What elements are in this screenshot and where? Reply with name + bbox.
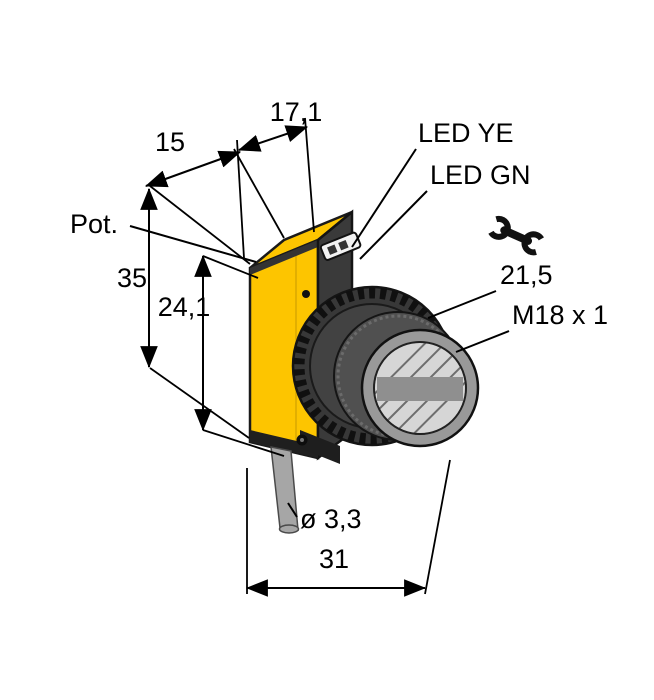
lens-band <box>377 377 463 401</box>
led-ye-label: LED YE <box>418 118 514 148</box>
led-chip-green <box>338 239 349 251</box>
dimension-31: 31 <box>245 459 451 597</box>
screw-detail <box>302 290 310 298</box>
dimension-24-1: 24,1 <box>158 254 285 457</box>
lens-rim <box>373 341 467 435</box>
dim-17-1-label: 17,1 <box>270 97 323 127</box>
dim-21-5-label: 21,5 <box>500 260 553 290</box>
cable <box>270 446 299 531</box>
body-bottom-strip <box>250 430 318 458</box>
dim-35-label: 35 <box>117 263 147 293</box>
led-chip-yellow <box>327 244 338 255</box>
thread-callout: M18 x 1 <box>455 300 608 353</box>
dim-15-label: 15 <box>155 127 185 157</box>
dim-31-label: 31 <box>319 544 349 574</box>
dimension-21-5: 21,5 <box>427 260 553 319</box>
wrench-icon <box>486 215 546 256</box>
led-gn-callout: LED GN <box>359 160 531 260</box>
dimension-17-1: 17,1 <box>236 97 323 259</box>
cable-end <box>278 524 300 534</box>
dim-24-1-label: 24,1 <box>158 292 211 322</box>
pot-label: Pot. <box>70 209 118 239</box>
cable-diameter-callout: ø 3,3 <box>287 502 362 534</box>
mounting-bracket <box>300 430 340 464</box>
led-gn-label: LED GN <box>430 160 531 190</box>
optical-head <box>291 285 480 448</box>
led-ye-callout: LED YE <box>351 118 514 248</box>
pot-callout: Pot. <box>70 209 257 263</box>
cable-diameter-label: ø 3,3 <box>300 504 362 534</box>
mounting-hole-center <box>300 438 304 442</box>
thread-label: M18 x 1 <box>512 300 608 330</box>
dimension-15: 15 <box>144 127 285 239</box>
body-top-shadow <box>250 240 318 275</box>
